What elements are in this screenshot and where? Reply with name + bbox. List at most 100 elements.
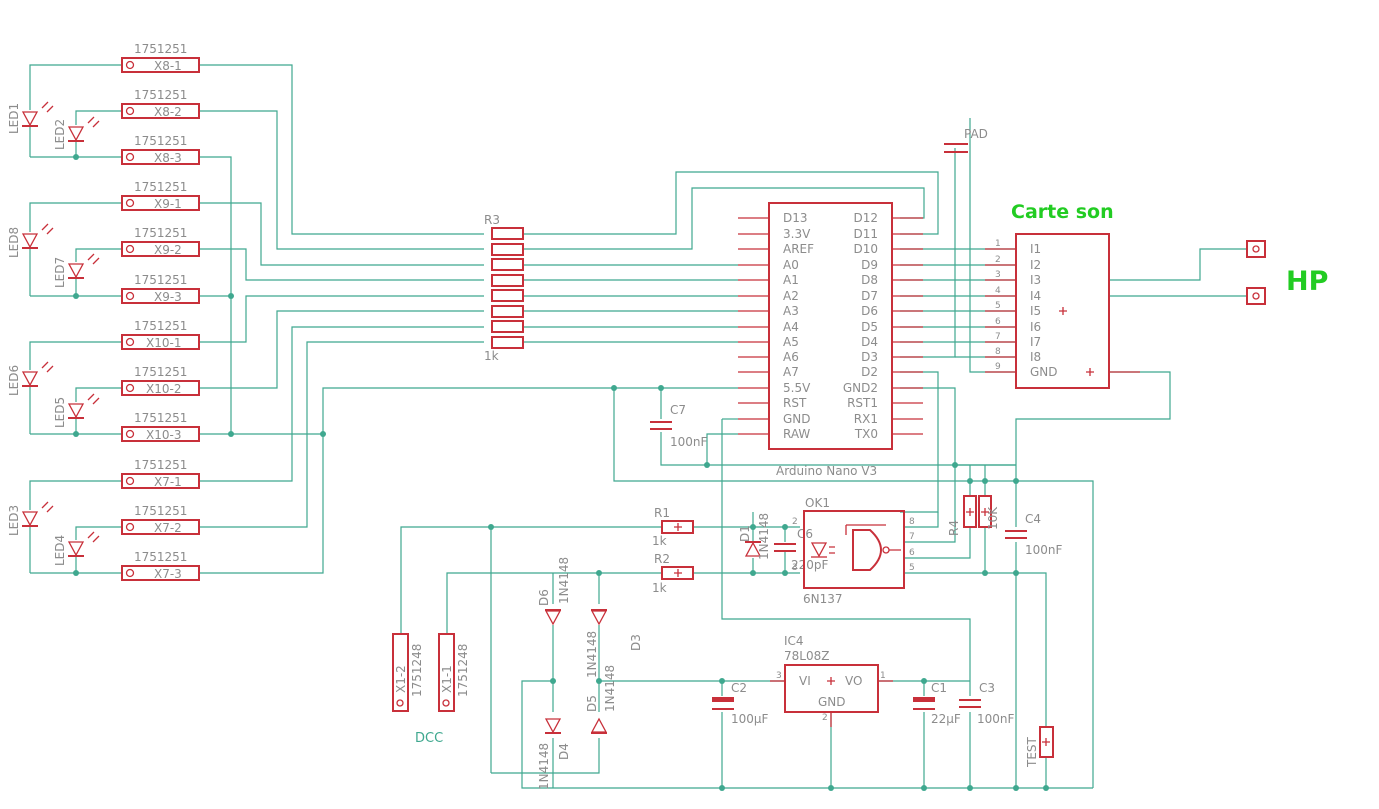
wires (29, 64, 1247, 789)
led-ref-label: LED5 (53, 397, 67, 428)
pin-label: A7 (783, 365, 799, 379)
d4-value-label: 1N4148 (537, 743, 551, 790)
connector-part-label: 1751251 (134, 319, 187, 333)
ic4-value-label: 78L08Z (784, 649, 829, 663)
led-led2: LED2 (53, 116, 100, 150)
d1-value-label: 1N4148 (757, 513, 771, 560)
d3-value-label: 1N4148 (585, 631, 599, 678)
d4-ref-label: D4 (557, 743, 571, 760)
connector-ref-label: X7-3 (154, 567, 182, 581)
c6-ref-label: C6 (797, 527, 813, 541)
led-led6: LED6 (7, 361, 54, 396)
led-ref-label: LED7 (53, 257, 67, 288)
pin-number: 8 (909, 517, 915, 527)
r3-value-label: 1k (484, 349, 499, 363)
pin-label: GND (783, 412, 811, 426)
x1-1-value-label: 1751248 (456, 644, 470, 697)
ic4-vo-label: VO (845, 674, 862, 688)
d6-ref-label: D6 (537, 589, 551, 606)
capacitor-c4: C4 100nF (1005, 512, 1063, 557)
led-ref-label: LED6 (7, 365, 21, 396)
dcc-label: DCC (415, 731, 443, 746)
pin-label: D7 (861, 289, 878, 303)
arduino-pin-stubs (738, 217, 923, 435)
connector-x10-2: 1751251 X10-2 (121, 365, 200, 396)
pin-number: 3 (792, 563, 798, 573)
led-ref-label: LED8 (7, 227, 21, 258)
pin-number: 4 (995, 286, 1001, 296)
r4-ref-label: R4 (947, 520, 961, 536)
pin-number: 5 (995, 301, 1001, 311)
ok1-pin-numbers: 2 3 8 7 6 5 (792, 517, 915, 573)
r2-ref-label: R2 (654, 552, 670, 566)
pin-number: 6 (909, 548, 915, 558)
pin-number: 2 (822, 713, 828, 723)
pin-number: 3 (995, 270, 1001, 280)
r1-ref-label: R1 (654, 506, 670, 520)
diode-d5: D5 1N4148 (585, 665, 617, 734)
connector-ref-label: X8-1 (154, 59, 182, 73)
connector-part-label: 1751251 (134, 411, 187, 425)
pin-label: D6 (861, 304, 878, 318)
pin-number: 2 (995, 255, 1001, 265)
c6-value-label: 220pF (791, 558, 829, 572)
x1-1-ref-label: X1-1 (440, 665, 454, 693)
pin-label: I5 (1030, 304, 1041, 318)
pin-label: TX0 (854, 427, 878, 441)
led-ref-label: LED2 (53, 119, 67, 150)
connector-x10-3: 1751251 X10-3 (121, 411, 200, 442)
connector-part-label: 1751251 (134, 504, 187, 518)
connector-x1-1: X1-1 1751248 (438, 633, 470, 712)
connector-ref-label: X7-1 (154, 475, 182, 489)
pin-label: A2 (783, 289, 799, 303)
resistor-r1: R1 1k (652, 506, 694, 548)
arduino-name-label: Arduino Nano V3 (776, 464, 877, 478)
pin-label: A3 (783, 304, 799, 318)
connector-x9-2: 1751251 X9-2 (121, 226, 200, 257)
resistor-r5: 10K (978, 495, 1000, 530)
capacitor-c3: C3 100nF (959, 681, 1015, 726)
pin-number: 7 (909, 532, 915, 542)
led-ref-label: LED4 (53, 535, 67, 566)
resistor-r2: R2 1k (652, 552, 694, 595)
c3-ref-label: C3 (979, 681, 995, 695)
pin-label: GND (1030, 365, 1058, 379)
connector-part-label: 1751251 (134, 180, 187, 194)
pin-label: I3 (1030, 273, 1041, 287)
capacitor-c2: C2 100µF (712, 681, 769, 726)
connector-x1-2: X1-2 1751248 (392, 633, 424, 712)
r1-value-label: 1k (652, 534, 667, 548)
diode-d3: D3 1N4148 (585, 609, 643, 678)
pin-number: 2 (792, 517, 798, 527)
pin-number: 8 (995, 347, 1001, 357)
connector-part-label: 1751251 (134, 42, 187, 56)
connector-ref-label: X7-2 (154, 521, 182, 535)
pin-number: 7 (995, 332, 1001, 342)
ic4-gnd-label: GND (818, 695, 846, 709)
pin-label: A0 (783, 258, 799, 272)
pin-label: I2 (1030, 258, 1041, 272)
pin-label: I1 (1030, 242, 1041, 256)
pin-label: D11 (853, 227, 878, 241)
pin-label: RST1 (847, 396, 878, 410)
c4-value-label: 100nF (1025, 543, 1063, 557)
connector-ref-label: X10-1 (146, 336, 181, 350)
connector-x9-3: 1751251 X9-3 (121, 273, 200, 304)
x1-2-ref-label: X1-2 (394, 665, 408, 693)
pin-number: 5 (909, 563, 915, 573)
pad-jumper: PAD (944, 127, 988, 153)
c7-ref-label: C7 (670, 403, 686, 417)
pin-number: 9 (995, 362, 1001, 372)
c1-ref-label: C1 (931, 681, 947, 695)
connector-part-label: 1751251 (134, 88, 187, 102)
resistor-array-r3: R3 1k (484, 213, 524, 363)
pin-label: D13 (783, 211, 808, 225)
capacitor-c7: C7 100nF (650, 403, 708, 449)
r2-value-label: 1k (652, 581, 667, 595)
pin-number: 6 (995, 317, 1001, 327)
sound-card-pin-labels: I1 I2 I3 I4 I5 I6 I7 I8 GND (1030, 242, 1058, 379)
connector-ref-label: X9-3 (154, 290, 182, 304)
sound-card-pin-stubs (985, 248, 1140, 373)
led-led7: LED7 (53, 253, 100, 288)
